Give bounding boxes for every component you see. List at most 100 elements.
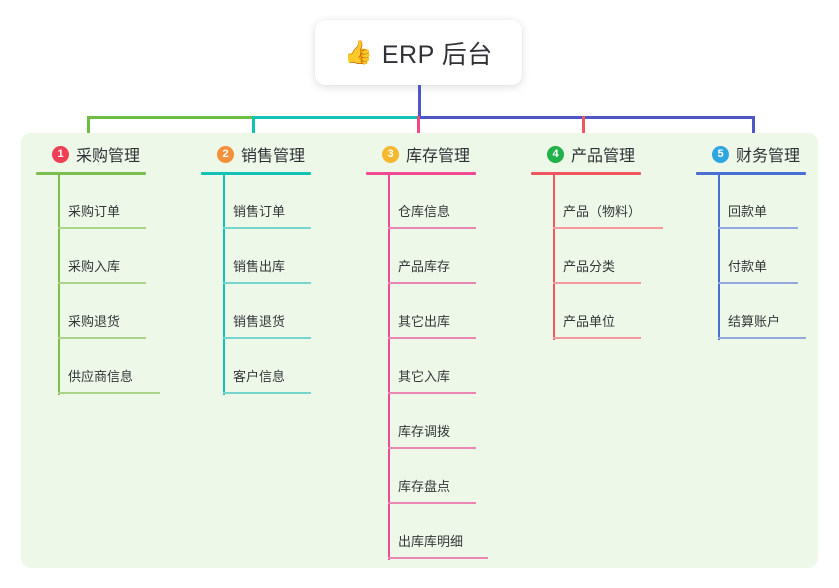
branch-leaf-label: 付款单 [728,259,768,274]
branch-spine-3 [388,175,390,560]
branch-leaf[interactable]: 结算账户 [696,285,806,340]
branch-leaf-rule [58,282,146,284]
branch-leaf-rule [223,392,311,394]
branch-header-4[interactable]: 4 产品管理 [531,142,641,166]
branch-leaf-rule [388,502,476,504]
bar-segment-green [87,116,255,119]
branch-leaf[interactable]: 其它出库 [366,285,476,340]
branch-title-5: 财务管理 [736,148,801,165]
branch-leaf-label: 采购入库 [68,259,121,274]
branch-column-5: 5 财务管理回款单付款单结算账户 [696,142,806,340]
branch-header-5[interactable]: 5 财务管理 [696,142,806,166]
branch-leaf-label: 采购退货 [68,314,121,329]
branch-leaf-rule [58,392,160,394]
branch-leaf[interactable]: 其它入库 [366,340,476,395]
bar-segment-teal [252,116,420,119]
branch-badge-1: 1 [52,145,69,163]
branch-leaf-rule [388,282,476,284]
branch-items-3: 仓库信息产品库存其它出库其它入库库存调拨库存盘点出库库明细 [366,175,488,560]
branch-badge-4: 4 [547,145,564,163]
branch-leaf[interactable]: 产品单位 [531,285,641,340]
branch-title-2: 销售管理 [241,148,306,165]
branch-leaf-label: 产品库存 [398,259,451,274]
branch-spine-5 [718,175,720,340]
branch-spine-4 [553,175,555,340]
branch-items-4: 产品（物料） 产品分类产品单位 [531,175,663,340]
root-title: ERP 后台 [381,40,493,69]
branch-leaf[interactable]: 库存盘点 [366,450,476,505]
branch-column-2: 2 销售管理销售订单销售出库销售退货客户信息 [201,142,311,395]
branch-leaf-rule [223,282,311,284]
branch-leaf[interactable]: 库存调拨 [366,395,476,450]
branch-leaf[interactable]: 回款单 [696,175,806,230]
branch-badge-2: 2 [217,145,234,163]
branch-leaf[interactable]: 销售订单 [201,175,311,230]
branch-title-1: 采购管理 [76,148,141,165]
branch-underline-4 [531,172,641,175]
branch-leaf-rule [58,337,146,339]
branch-title-4: 产品管理 [571,148,636,165]
branch-underline-1 [36,172,146,175]
branch-items-5: 回款单付款单结算账户 [696,175,806,340]
branch-leaf-label: 产品（物料） [563,204,642,219]
branch-leaf-label: 结算账户 [728,314,781,329]
branch-badge-3: 3 [382,145,399,163]
branch-leaf[interactable]: 产品库存 [366,230,476,285]
branch-leaf-rule [718,282,798,284]
branch-leaf-rule [718,337,806,339]
branch-items-1: 采购订单采购入库采购退货供应商信息 [36,175,160,395]
branch-leaf-rule [553,227,663,229]
branch-leaf[interactable]: 付款单 [696,230,806,285]
branch-leaf[interactable]: 客户信息 [201,340,311,395]
bar-segment-blue [417,116,755,119]
branch-leaf-label: 供应商信息 [68,369,134,384]
branch-leaf[interactable]: 产品（物料） [531,175,663,230]
branch-underline-2 [201,172,311,175]
branch-leaf-rule [388,227,476,229]
branch-leaf-rule [388,392,476,394]
branch-leaf-rule [718,227,798,229]
branch-title-3: 库存管理 [406,148,471,165]
branch-leaf[interactable]: 销售退货 [201,285,311,340]
branch-leaf[interactable]: 采购入库 [36,230,146,285]
trunk-connector [418,85,421,119]
branch-badge-5: 5 [712,145,729,163]
root-node[interactable]: 👍 ERP 后台 [315,20,522,85]
branch-leaf-rule [388,337,476,339]
branch-leaf-rule [388,447,476,449]
branch-header-2[interactable]: 2 销售管理 [201,142,311,166]
branch-leaf[interactable]: 供应商信息 [36,340,160,395]
branch-column-1: 1 采购管理采购订单采购入库采购退货供应商信息 [36,142,160,395]
branch-leaf-label: 库存盘点 [398,479,451,494]
branch-leaf-label: 产品分类 [563,259,616,274]
branch-header-1[interactable]: 1 采购管理 [36,142,146,166]
branch-leaf[interactable]: 出库库明细 [366,505,488,560]
branch-leaf-label: 回款单 [728,204,768,219]
branches-panel [21,133,818,568]
branch-leaf-label: 销售订单 [233,204,286,219]
branch-leaf-rule [388,557,488,559]
branch-leaf-label: 其它入库 [398,369,451,384]
branch-leaf[interactable]: 采购订单 [36,175,146,230]
branch-leaf-label: 采购订单 [68,204,121,219]
branch-leaf-label: 库存调拨 [398,424,451,439]
branch-leaf-label: 销售出库 [233,259,286,274]
branch-column-3: 3 库存管理仓库信息产品库存其它出库其它入库库存调拨库存盘点出库库明细 [366,142,488,560]
branch-leaf[interactable]: 产品分类 [531,230,641,285]
branch-leaf[interactable]: 销售出库 [201,230,311,285]
branch-leaf-rule [223,227,311,229]
branch-leaf-label: 产品单位 [563,314,616,329]
thumbs-up-icon: 👍 [344,39,373,65]
branch-leaf[interactable]: 仓库信息 [366,175,476,230]
branch-leaf-label: 其它出库 [398,314,451,329]
branch-header-3[interactable]: 3 库存管理 [366,142,476,166]
branch-leaf-rule [58,227,146,229]
branch-leaf-rule [553,282,641,284]
branch-leaf-rule [553,337,641,339]
branch-leaf-label: 仓库信息 [398,204,451,219]
branch-column-4: 4 产品管理产品（物料） 产品分类产品单位 [531,142,663,340]
branch-items-2: 销售订单销售出库销售退货客户信息 [201,175,311,395]
branch-leaf[interactable]: 采购退货 [36,285,146,340]
branch-spine-2 [223,175,225,395]
